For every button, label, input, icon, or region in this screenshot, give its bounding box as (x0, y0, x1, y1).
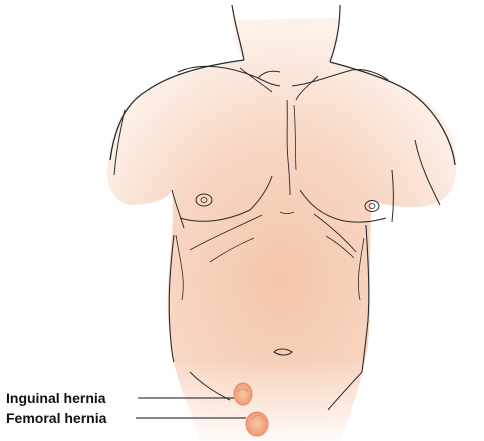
femoral-hernia-label: Femoral hernia (6, 410, 107, 426)
inguinal-hernia-label: Inguinal hernia (6, 390, 106, 406)
inguinal-hernia-bulge (234, 383, 252, 405)
femoral-hernia-bulge (246, 412, 268, 436)
